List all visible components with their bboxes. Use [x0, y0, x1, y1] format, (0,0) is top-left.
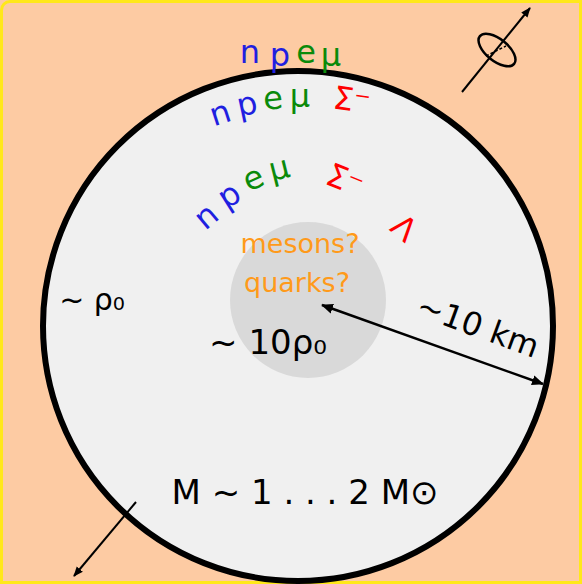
spin-ellipse — [473, 28, 521, 73]
particle-label: e — [296, 36, 316, 68]
phase-label: quarks? — [244, 269, 350, 296]
particle-label: μ — [321, 39, 341, 71]
phase-label: mesons? — [240, 230, 359, 257]
mass-label: M ~ 1 . . . 2 M⊙ — [172, 475, 439, 509]
star-core: mesons?quarks?~ 10ρ₀ — [230, 222, 386, 378]
particle-label: n — [240, 36, 260, 68]
neutron-star-circle — [43, 71, 553, 581]
spin-tick — [486, 46, 506, 56]
particle-label: μ — [290, 80, 310, 112]
particle-label: e — [262, 81, 285, 115]
rotation-axis — [74, 502, 136, 576]
density-label: ~ ρ₀ — [59, 285, 125, 315]
particle-label: p — [270, 39, 290, 71]
particle-label: Σ⁻ — [331, 82, 372, 119]
density-label: ~ 10ρ₀ — [209, 325, 327, 359]
rotation-axis — [462, 8, 530, 92]
